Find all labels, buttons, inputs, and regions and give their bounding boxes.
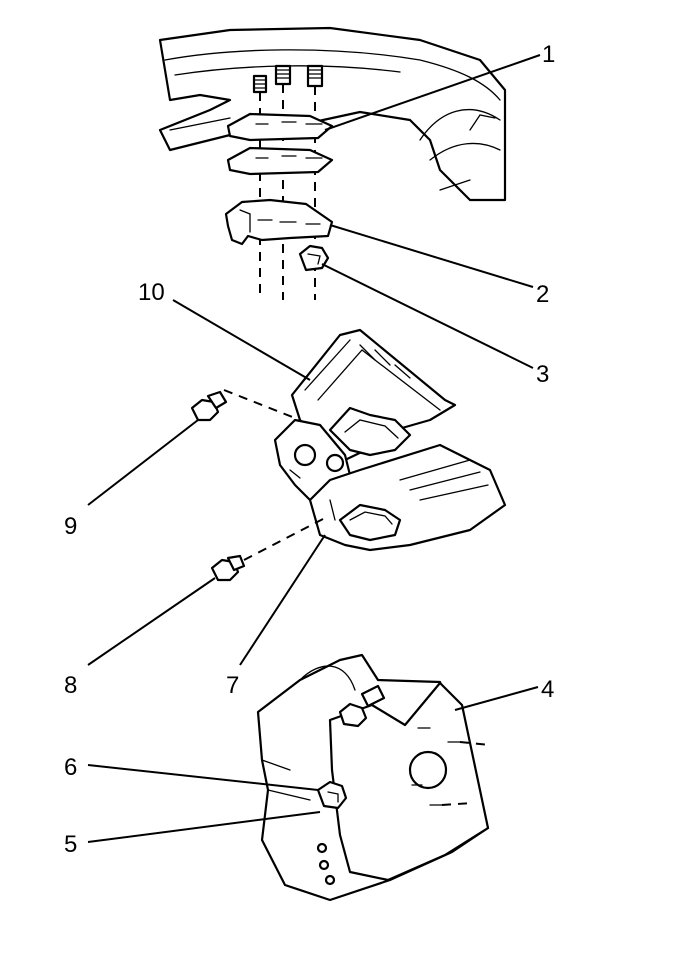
callout-10: 10: [138, 279, 165, 306]
shim-upper: [226, 112, 334, 142]
callout-1: 1: [542, 41, 555, 68]
bolt-upper: [190, 389, 301, 422]
mount-nut: [316, 780, 348, 810]
callout-8: 8: [64, 672, 77, 699]
callout-7: 7: [226, 672, 239, 699]
leader-lines: [87, 54, 541, 843]
callout-labels: 1 2 3 4 5 6 7 8 9 10: [64, 41, 555, 858]
callout-4: 4: [541, 676, 554, 703]
callout-5: 5: [64, 831, 77, 858]
callout-3: 3: [536, 361, 549, 388]
callout-6: 6: [64, 754, 77, 781]
lower-channel: [308, 443, 507, 552]
bolt-lower: [210, 517, 326, 582]
upper-channel: [290, 328, 457, 462]
mount-plate: [316, 681, 491, 886]
upper-frame-member: [158, 26, 507, 202]
bracket: [224, 198, 334, 246]
callout-9: 9: [64, 513, 77, 540]
nut: [298, 244, 330, 272]
callout-2: 2: [536, 281, 549, 308]
shim-lower: [226, 146, 334, 176]
mount-bolt: [338, 684, 386, 728]
